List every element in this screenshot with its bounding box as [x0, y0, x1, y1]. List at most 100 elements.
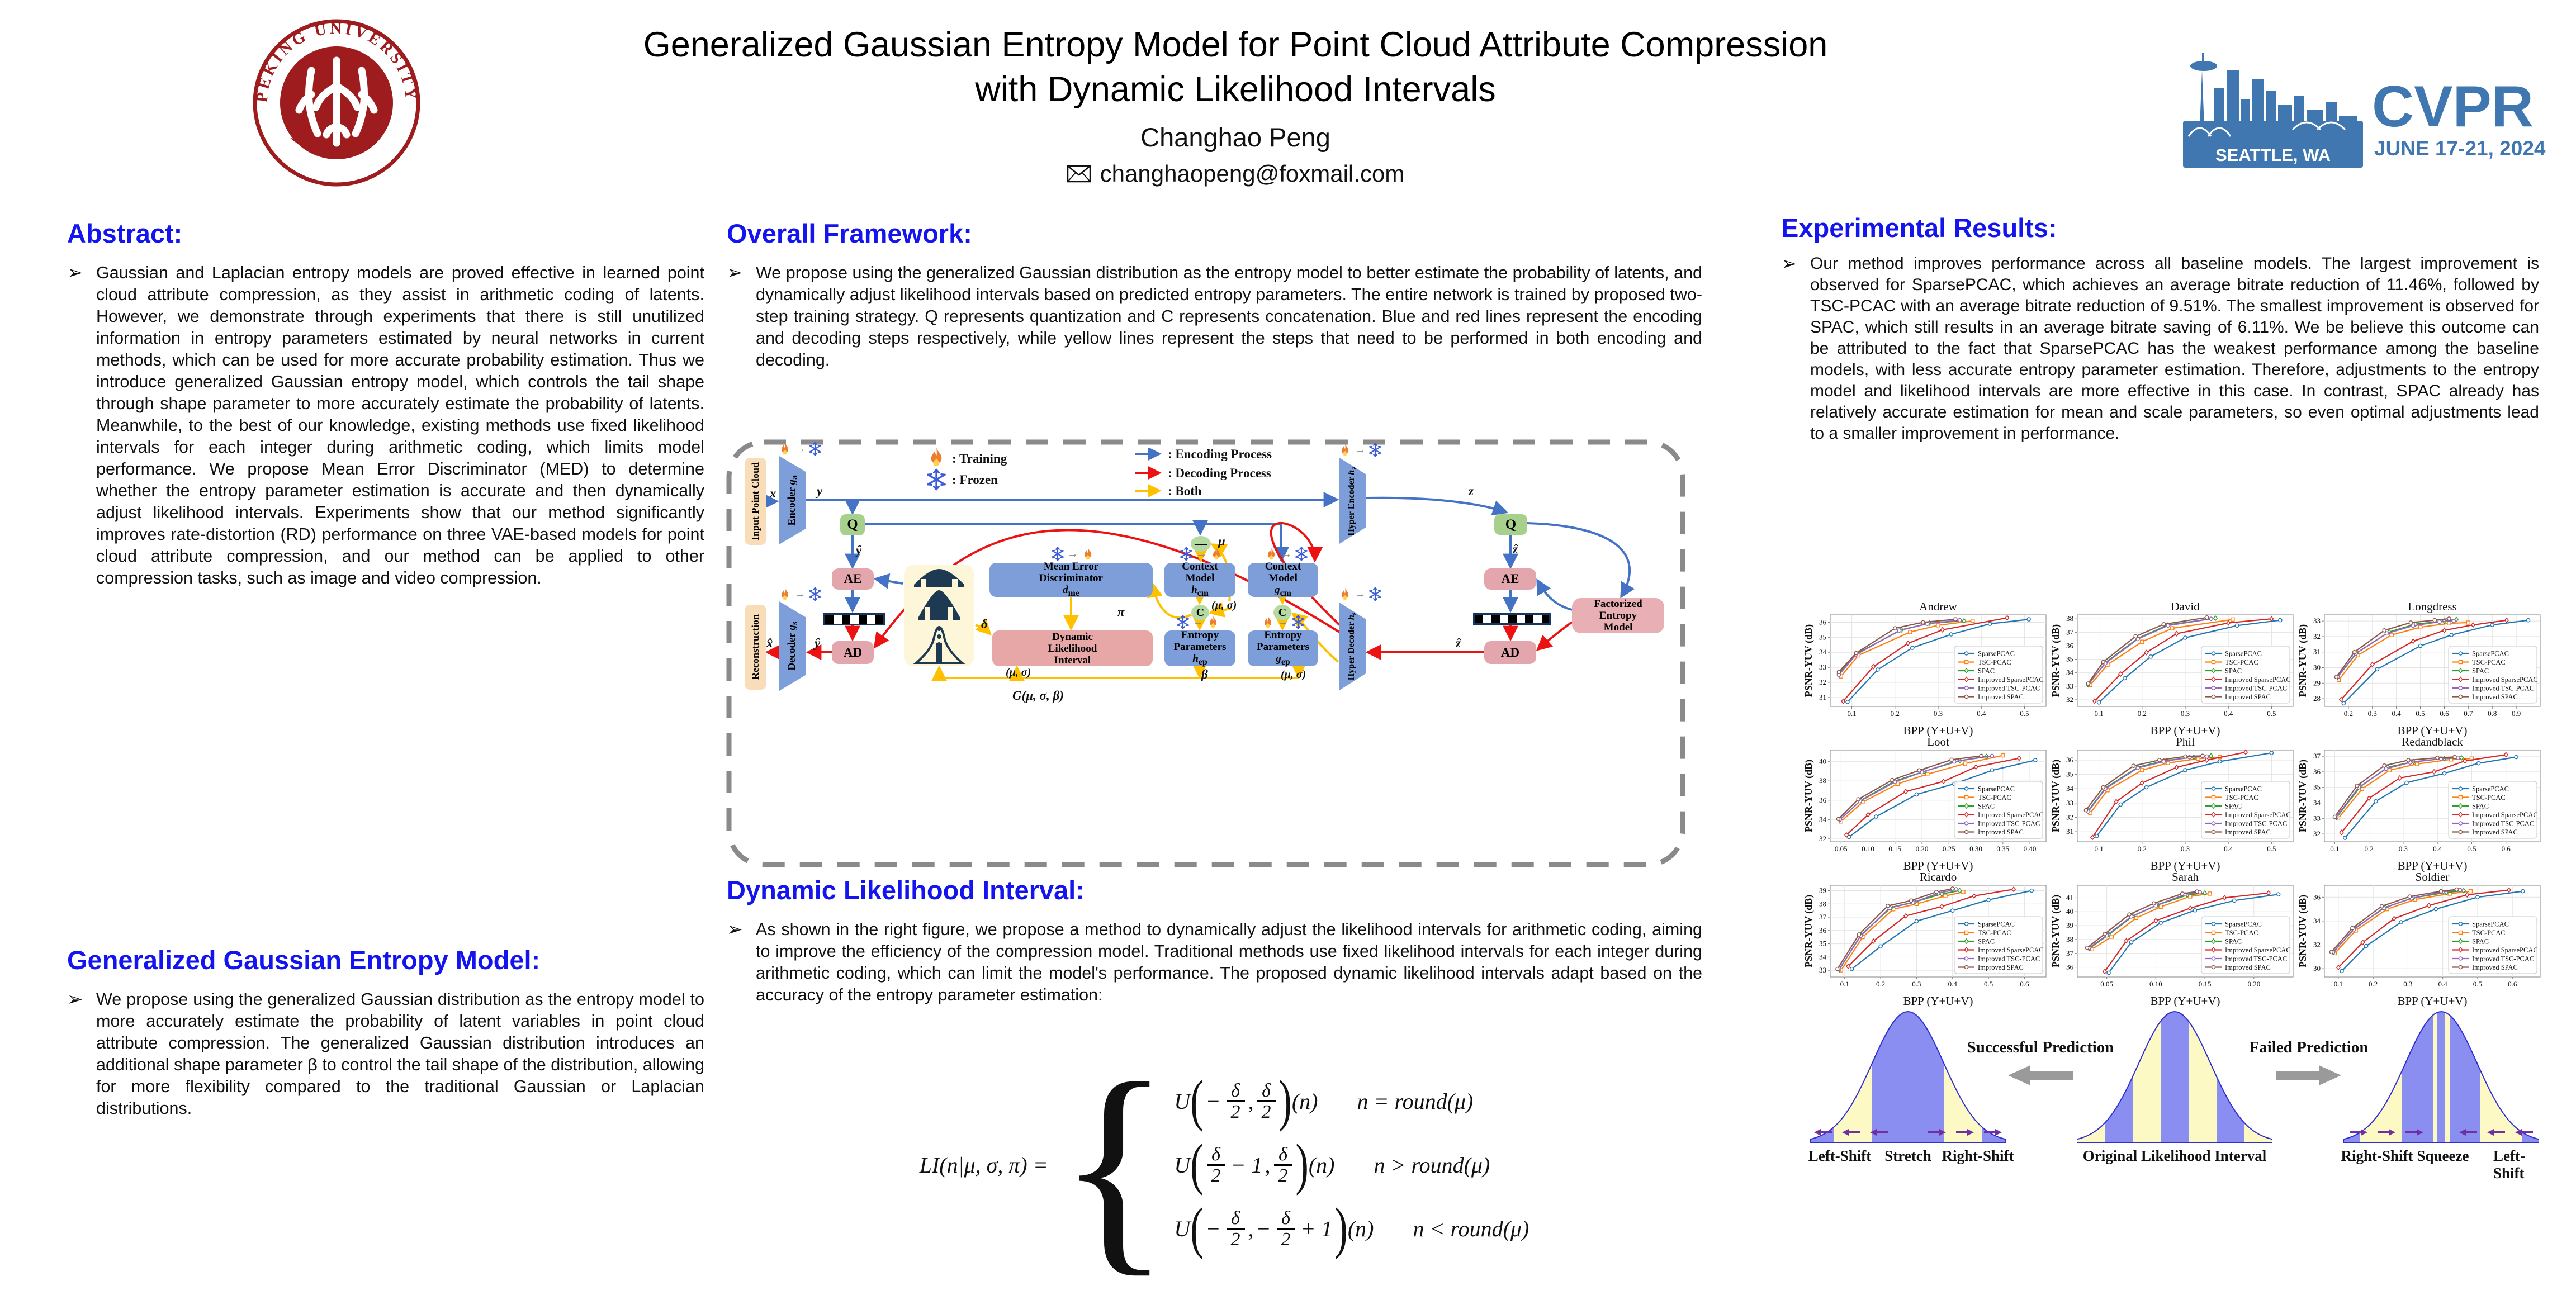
svg-text:0.3: 0.3: [2181, 845, 2190, 853]
svg-text:SPAC: SPAC: [2472, 938, 2489, 946]
svg-text:0.4: 0.4: [2433, 845, 2442, 853]
results-heading: Experimental Results:: [1781, 212, 2539, 243]
svg-text:SPAC: SPAC: [1978, 667, 1995, 675]
svg-text:0.15: 0.15: [1888, 845, 1901, 853]
svg-text:David: David: [2171, 603, 2200, 613]
svg-text:Sarah: Sarah: [2172, 873, 2199, 884]
svg-text:Improved TSC-PCAC: Improved TSC-PCAC: [2225, 685, 2287, 692]
stretched-interval-bell: [1810, 1009, 2006, 1151]
right-gray-arrow-icon: [2276, 1063, 2341, 1088]
svg-text:TSC-PCAC: TSC-PCAC: [1978, 658, 2011, 666]
svg-text:0.3: 0.3: [2403, 980, 2412, 988]
svg-text:34: 34: [2313, 917, 2321, 925]
delta-label: δ: [981, 617, 988, 632]
svg-text:PSNR-YUV (dB): PSNR-YUV (dB): [2299, 760, 2309, 832]
svg-text:SPAC: SPAC: [1978, 803, 1995, 810]
svg-text:0.1: 0.1: [2094, 709, 2103, 718]
pku-logo: PEKING UNIVERSITY 1 8 9 8: [253, 19, 420, 187]
svg-text:0.4: 0.4: [2392, 709, 2402, 718]
svg-text:PSNR-YUV (dB): PSNR-YUV (dB): [2299, 624, 2309, 697]
y-label: y: [817, 484, 822, 499]
svg-text:Improved SparsePCAC: Improved SparsePCAC: [2472, 676, 2538, 684]
yhat-label: ŷ: [815, 636, 820, 651]
svg-text:33: 33: [1819, 663, 1826, 671]
svg-text:Improved SparsePCAC: Improved SparsePCAC: [2472, 811, 2538, 819]
svg-text:SPAC: SPAC: [2225, 667, 2242, 675]
flame-icon: [1264, 547, 1278, 561]
author-email[interactable]: changhaopeng@foxmail.com: [1100, 160, 1405, 187]
snowflake-icon: [1176, 615, 1190, 629]
svg-text:36: 36: [1819, 796, 1827, 804]
svg-text:SparsePCAC: SparsePCAC: [2225, 785, 2262, 793]
svg-text:35: 35: [2066, 655, 2073, 663]
svg-text:0.05: 0.05: [1835, 845, 1848, 853]
left-gray-arrow-icon: [2008, 1063, 2073, 1088]
results-section: Experimental Results: ➢ Our method impro…: [1781, 212, 2539, 444]
train-then-freeze-icon: →: [1338, 587, 1382, 601]
svg-text:0.5: 0.5: [2416, 709, 2425, 718]
svg-text:28: 28: [2313, 694, 2321, 703]
svg-text:0.4: 0.4: [2224, 709, 2233, 718]
svg-text:0.4: 0.4: [1948, 980, 1958, 988]
train-then-freeze-icon: →: [1338, 443, 1382, 457]
transition-arrow-icon: →: [1196, 548, 1207, 559]
right-shift-label: Right-Shift: [2341, 1147, 2413, 1165]
svg-text:0.10: 0.10: [1862, 845, 1874, 853]
svg-text:SPAC: SPAC: [1978, 938, 1995, 946]
svg-text:Improved SparsePCAC: Improved SparsePCAC: [1978, 676, 2044, 684]
svg-text:Improved TSC-PCAC: Improved TSC-PCAC: [1978, 820, 2040, 828]
svg-text:34: 34: [1819, 952, 1827, 961]
snowflake-icon: [1294, 547, 1309, 561]
bullet-icon: ➢: [1781, 253, 1810, 444]
svg-text:Improved SPAC: Improved SPAC: [2225, 828, 2271, 836]
svg-text:0.05: 0.05: [2100, 980, 2113, 988]
line-legend-samples: [1134, 448, 1163, 499]
svg-text:39: 39: [1819, 886, 1826, 895]
formula-condition: n < round(μ): [1413, 1216, 1530, 1242]
transition-arrow-icon: →: [1355, 589, 1366, 600]
svg-text:36: 36: [2066, 756, 2074, 764]
svg-text:37: 37: [2066, 628, 2074, 636]
svg-text:35: 35: [2313, 783, 2321, 791]
svg-text:31: 31: [2066, 827, 2073, 836]
svg-text:Loot: Loot: [1927, 738, 1949, 748]
mu-sigma-label: (μ, σ): [1281, 668, 1306, 681]
train-then-freeze-icon: →: [778, 442, 822, 456]
svg-text:Improved TSC-PCAC: Improved TSC-PCAC: [2225, 820, 2287, 828]
svg-text:0.8: 0.8: [2488, 709, 2497, 718]
svg-text:0.1: 0.1: [2330, 845, 2339, 853]
svg-text:0.30: 0.30: [1969, 845, 1982, 853]
svg-text:Improved SPAC: Improved SPAC: [1978, 828, 2024, 836]
svg-text:40: 40: [1819, 757, 1826, 766]
svg-text:TSC-PCAC: TSC-PCAC: [2472, 929, 2506, 937]
svg-text:37: 37: [2313, 752, 2321, 760]
squeezed-interval-bell: [2343, 1009, 2539, 1151]
svg-text:0.2: 0.2: [2138, 709, 2147, 718]
svg-text:TSC-PCAC: TSC-PCAC: [1978, 929, 2011, 937]
results-text: Our method improves performance across a…: [1810, 253, 2539, 444]
snowflake-icon: [1050, 547, 1065, 561]
ggem-section: Generalized Gaussian Entropy Model: ➢ We…: [67, 945, 704, 1120]
svg-text:Improved SPAC: Improved SPAC: [2472, 964, 2518, 971]
dli-text: As shown in the right figure, we propose…: [756, 919, 1702, 1006]
framework-text: We propose using the generalized Gaussia…: [756, 262, 1702, 371]
svg-text:Soldier: Soldier: [2416, 873, 2450, 884]
svg-text:BPP (Y+U+V): BPP (Y+U+V): [1903, 724, 1973, 737]
svg-text:0.3: 0.3: [2399, 845, 2408, 853]
svg-text:Improved TSC-PCAC: Improved TSC-PCAC: [1978, 685, 2040, 692]
svg-text:0.5: 0.5: [2473, 980, 2482, 988]
svg-text:0.3: 0.3: [1912, 980, 1921, 988]
pi-label: π: [1117, 605, 1125, 619]
abstract-section: Abstract: ➢ Gaussian and Laplacian entro…: [67, 218, 704, 589]
svg-text:Improved SparsePCAC: Improved SparsePCAC: [2225, 811, 2291, 819]
svg-text:32: 32: [2066, 813, 2073, 821]
transition-arrow-icon: →: [794, 589, 806, 600]
svg-text:0.10: 0.10: [2149, 980, 2162, 988]
svg-text:31: 31: [2313, 648, 2321, 656]
snowflake-icon: [808, 587, 822, 601]
